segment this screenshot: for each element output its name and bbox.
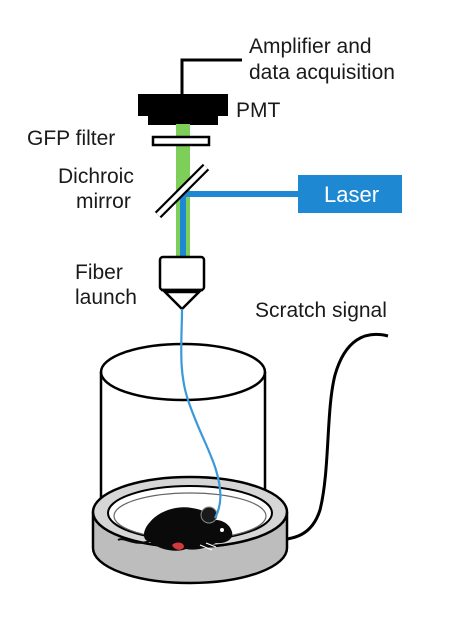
amplifier-label-line2: data acquisition: [249, 61, 395, 84]
scratch-spot: [172, 542, 184, 550]
amplifier-label-line1: Amplifier and: [249, 35, 372, 58]
scratch-signal-label: Scratch signal: [255, 299, 387, 322]
mouse: [117, 506, 233, 551]
dichroic-label-line1: Dichroic: [58, 165, 134, 188]
fiber-launch-label-line2: launch: [75, 286, 137, 309]
laser-box: [298, 175, 402, 213]
gfp-filter-label: GFP filter: [27, 127, 116, 150]
fiber-launch-label-line1: Fiber: [75, 261, 123, 284]
pmt-label: PMT: [236, 99, 281, 122]
scratch-signal-cable: [271, 332, 389, 542]
laser-beam-vertical: [180, 194, 186, 258]
optical-fiber: [180, 308, 222, 519]
fiber-launch: [158, 255, 206, 311]
amplifier-cable: [180, 58, 242, 96]
pmt-detector: [138, 94, 228, 125]
laser-beam-horizontal: [183, 191, 298, 197]
dichroic-label-line2: mirror: [76, 190, 131, 213]
dichroic-mirror: [154, 163, 210, 219]
laser-label: Laser: [324, 182, 380, 207]
gfp-filter: [151, 135, 211, 147]
